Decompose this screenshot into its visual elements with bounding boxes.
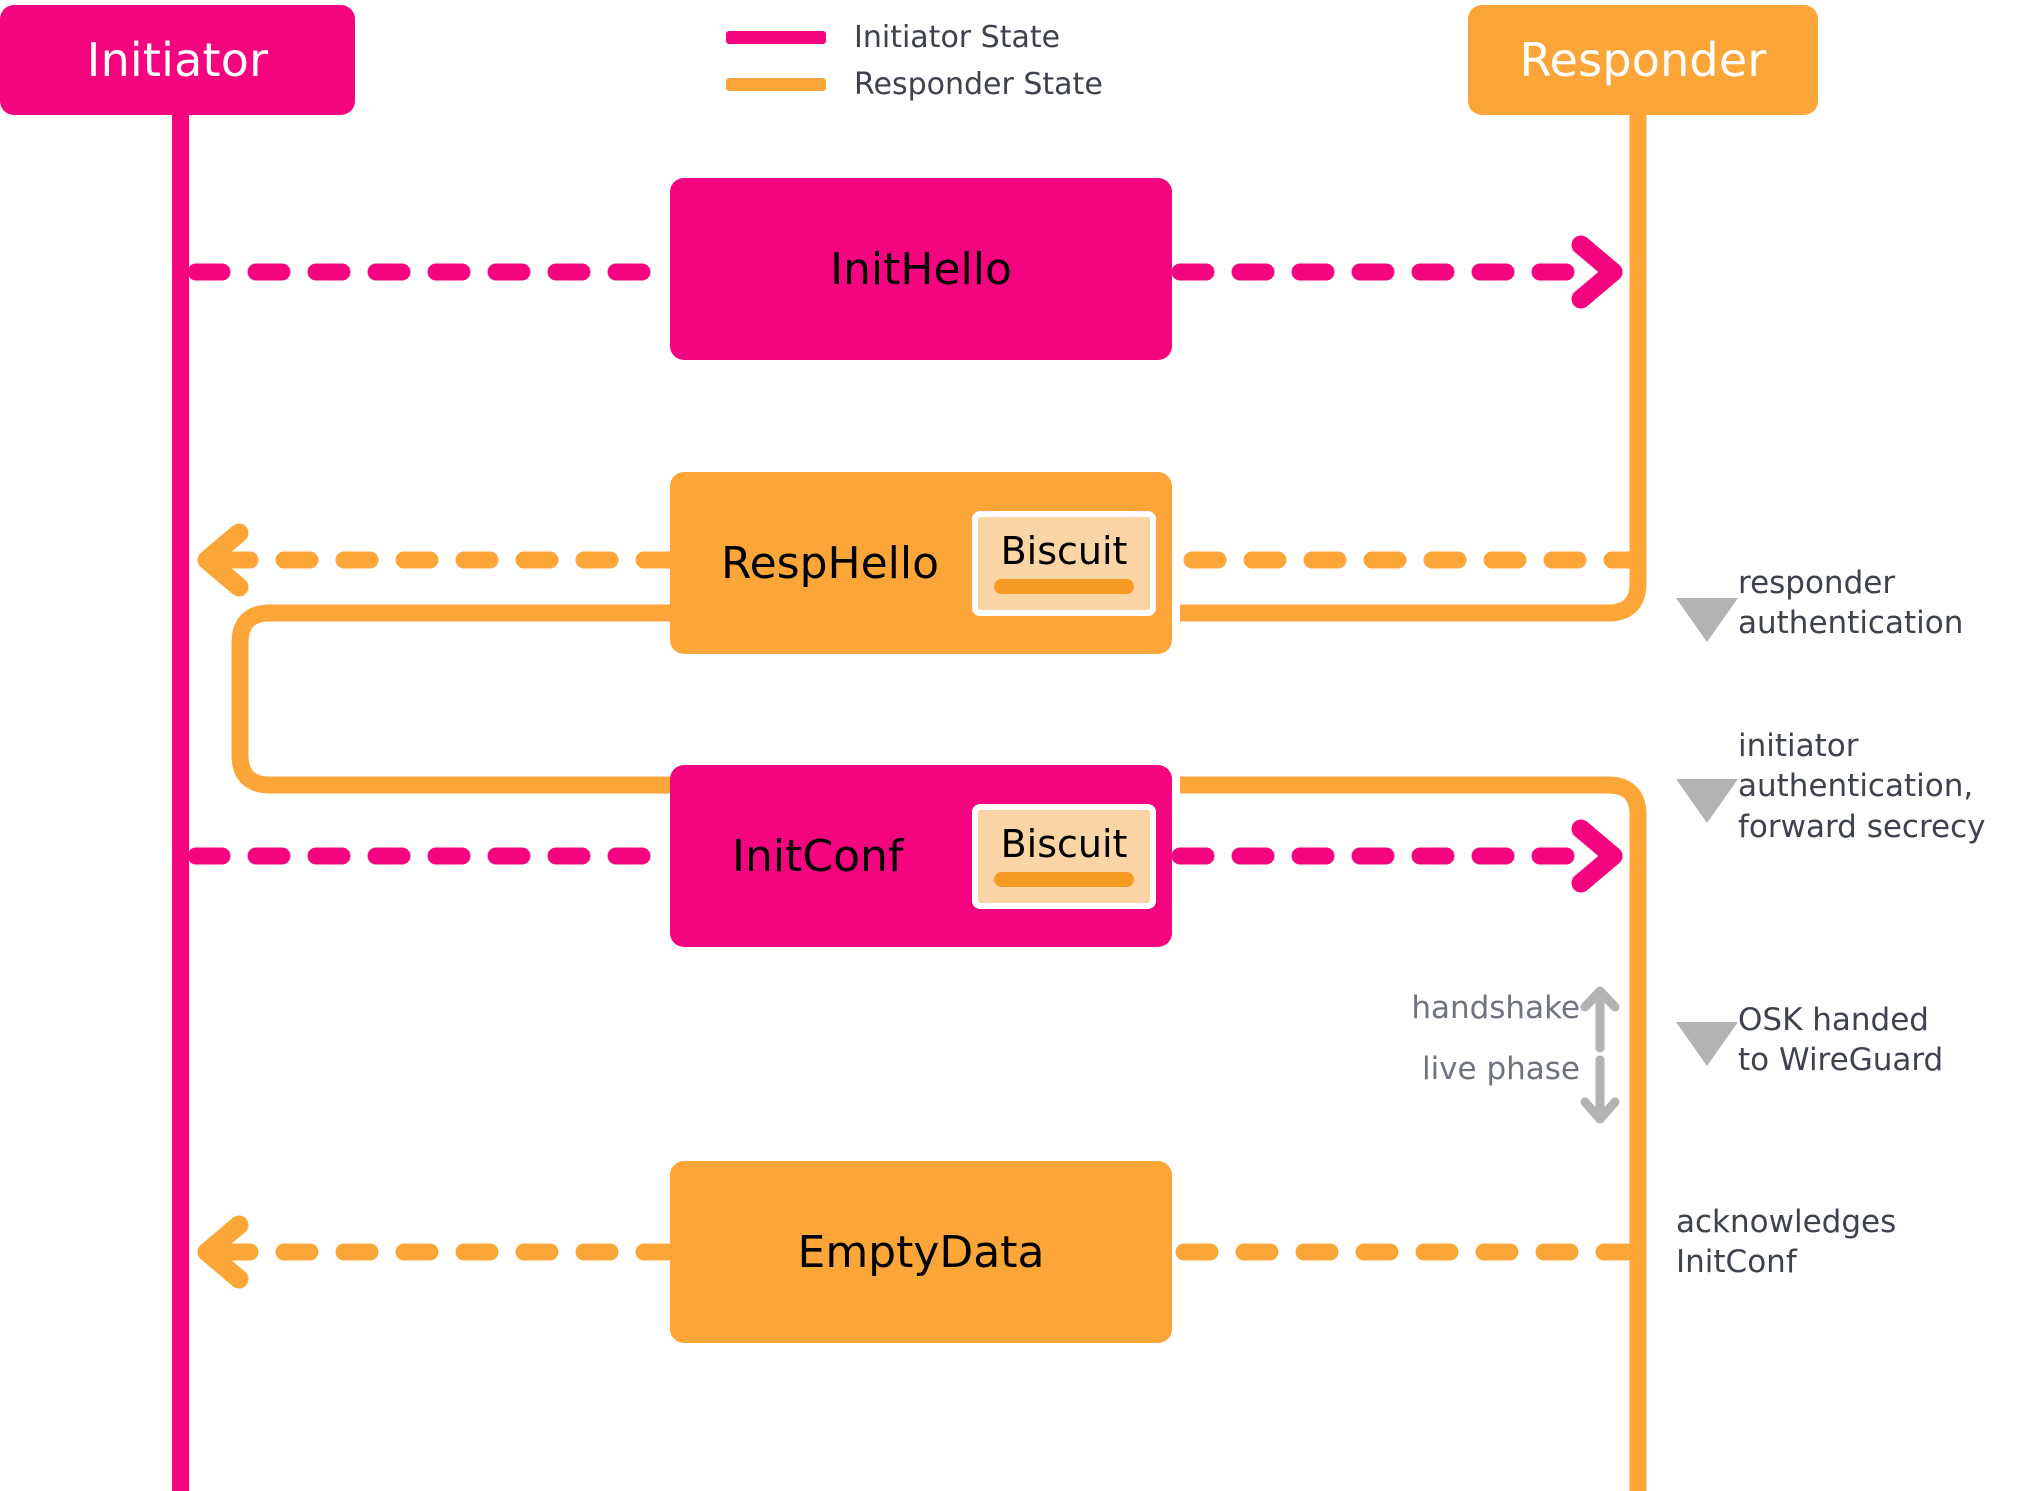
- resp-hello-arrowhead: [197, 523, 249, 597]
- annotation-osk-handed-to-wireguard: OSK handed to WireGuard: [1738, 1002, 1944, 1079]
- legend-item-responder-state: Responder State: [726, 61, 1146, 108]
- legend-label-responder: Responder State: [854, 67, 1103, 102]
- actor-initiator-label: Initiator: [86, 33, 269, 87]
- message-box-resp-hello[interactable]: RespHello Biscuit: [670, 472, 1172, 654]
- message-box-empty-data[interactable]: EmptyData: [670, 1161, 1172, 1343]
- responder-auth-triangle-down-icon: [1676, 598, 1738, 642]
- biscuit-bar-icon: [994, 871, 1134, 887]
- actor-responder[interactable]: Responder: [1468, 5, 1818, 115]
- responder-state-loop: [231, 604, 670, 794]
- legend-swatch-initiator: [726, 31, 826, 44]
- message-label-init-hello: InitHello: [830, 243, 1012, 295]
- legend: Initiator State Responder State: [726, 14, 1146, 108]
- live-phase-down-arrow-icon: [1580, 1055, 1620, 1124]
- message-label-resp-hello: RespHello: [721, 537, 940, 589]
- handshake-up-arrow-icon: [1580, 986, 1620, 1053]
- responder-lifeline-upper: [1180, 110, 1647, 622]
- message-label-init-conf: InitConf: [732, 830, 904, 882]
- actor-responder-label: Responder: [1519, 33, 1767, 87]
- actor-initiator[interactable]: Initiator: [0, 5, 355, 115]
- phase-label-live-phase: live phase: [1421, 1051, 1580, 1087]
- initiator-lifeline: [172, 110, 189, 1491]
- legend-item-initiator-state: Initiator State: [726, 14, 1146, 61]
- responder-lifeline-lower: [1180, 776, 1647, 1491]
- init-conf-arrowhead: [1571, 819, 1623, 893]
- message-label-empty-data: EmptyData: [797, 1226, 1045, 1278]
- message-box-init-hello[interactable]: InitHello: [670, 178, 1172, 360]
- biscuit-chip-resp-hello[interactable]: Biscuit: [972, 511, 1156, 616]
- legend-swatch-responder: [726, 78, 826, 91]
- osk-handed-triangle-down-icon: [1676, 1022, 1738, 1066]
- annotation-initiator-authentication: initiator authentication, forward secrec…: [1738, 728, 1986, 845]
- biscuit-chip-init-conf[interactable]: Biscuit: [972, 804, 1156, 909]
- biscuit-label-resp-hello: Biscuit: [1000, 528, 1128, 573]
- message-box-init-conf[interactable]: InitConf Biscuit: [670, 765, 1172, 947]
- annotation-responder-authentication: responder authentication: [1738, 565, 1964, 642]
- empty-data-arrowhead: [197, 1215, 249, 1289]
- init-hello-arrowhead: [1571, 235, 1623, 309]
- legend-label-initiator: Initiator State: [854, 20, 1061, 55]
- initiator-auth-triangle-down-icon: [1676, 779, 1738, 823]
- phase-label-handshake: handshake: [1411, 990, 1580, 1026]
- biscuit-label-init-conf: Biscuit: [1000, 821, 1128, 866]
- annotation-acknowledges-initconf: acknowledges InitConf: [1676, 1204, 1897, 1281]
- biscuit-bar-icon: [994, 578, 1134, 594]
